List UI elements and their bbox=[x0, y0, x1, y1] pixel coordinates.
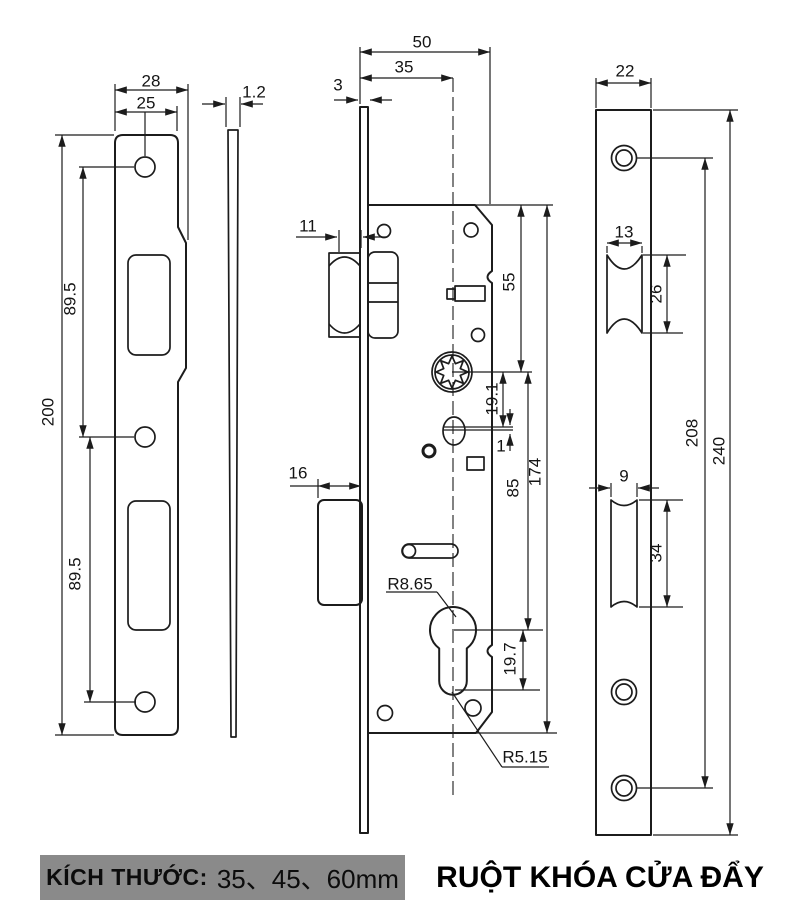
dim-screw-hole-span: 208 bbox=[682, 419, 701, 447]
deadbolt bbox=[317, 499, 363, 606]
dim-bolt-cutout-width: 9 bbox=[619, 466, 628, 485]
screw-hole bbox=[134, 691, 156, 713]
dim-thickness: 1.2 bbox=[242, 82, 266, 101]
faceplate-strip bbox=[359, 106, 369, 834]
guide-pin bbox=[401, 543, 459, 559]
dim-latch-cutout-width: 13 bbox=[615, 222, 634, 241]
countersunk-screw-hole bbox=[610, 144, 638, 172]
side-plate-outline bbox=[227, 129, 239, 738]
size-label: KÍCH THƯỚC: bbox=[46, 864, 208, 890]
product-title: RUỘT KHÓA CỬA ĐẨY bbox=[436, 860, 764, 894]
rivet-hole bbox=[463, 222, 479, 238]
dim-plate-width: 22 bbox=[616, 61, 635, 80]
dim-upper-hole-span: 89.5 bbox=[60, 282, 79, 315]
leader-line bbox=[451, 691, 503, 768]
countersunk-screw-hole-inner bbox=[615, 683, 633, 701]
face-plate-outline bbox=[595, 109, 652, 836]
slide-slot bbox=[466, 456, 485, 471]
dim-spindle-to-oval: 19.1 bbox=[482, 382, 501, 415]
dim-latch-throw: 11 bbox=[299, 216, 317, 235]
lock-body-outline bbox=[368, 204, 493, 734]
size-options-banner: KÍCH THƯỚC: 35、45、60mm bbox=[40, 855, 405, 900]
rivet-hole bbox=[464, 699, 482, 717]
face-plate-view: 22 13 26 9 34 208 240 bbox=[589, 61, 738, 836]
countersunk-screw-hole-inner bbox=[615, 779, 633, 797]
stop-block-tab bbox=[446, 288, 456, 300]
latch-bolt-head bbox=[328, 252, 361, 338]
side-plate-view: 1.2 bbox=[202, 82, 266, 738]
leader-line bbox=[436, 591, 457, 618]
latch-strike-cutout bbox=[127, 254, 171, 356]
lock-body-view: 50 35 3 11 16 55 19.1 1 85 174 bbox=[289, 32, 557, 834]
drawing-canvas: 28 25 200 89.5 89.5 1.2 bbox=[38, 32, 738, 836]
dim-body-height: 174 bbox=[525, 458, 544, 486]
dim-outer-width: 28 bbox=[142, 71, 161, 90]
countersunk-screw-hole bbox=[610, 774, 638, 802]
latch-bevel-arc bbox=[328, 323, 361, 334]
countersunk-screw-hole bbox=[610, 678, 638, 706]
rivet-hole bbox=[376, 704, 394, 722]
latch-cutout bbox=[606, 254, 643, 334]
dim-bolt-throw: 16 bbox=[289, 463, 308, 482]
dim-key-slot-radius: R5.15 bbox=[502, 747, 547, 766]
dim-bolt-cutout-height: 34 bbox=[646, 544, 665, 563]
size-values: 35、45、60mm bbox=[216, 864, 399, 894]
rivet-hole bbox=[470, 327, 486, 343]
spindle-star-hole bbox=[435, 355, 469, 389]
spring-post bbox=[421, 443, 437, 459]
dim-faceplate-thickness: 3 bbox=[333, 75, 342, 94]
euro-cylinder-hole bbox=[429, 606, 477, 696]
dim-cylinder-to-key-tip: 19.7 bbox=[500, 642, 519, 675]
dim-cylinder-radius: R8.65 bbox=[387, 574, 432, 593]
screw-hole bbox=[134, 156, 156, 178]
strike-plate-view: 28 25 200 89.5 89.5 bbox=[38, 71, 189, 736]
latch-body bbox=[367, 251, 399, 339]
bolt-strike-cutout bbox=[127, 500, 171, 631]
strike-plate-outline bbox=[114, 134, 187, 736]
screw-hole bbox=[134, 426, 156, 448]
bolt-cutout bbox=[610, 499, 638, 608]
dim-plate-total-height: 240 bbox=[709, 437, 728, 465]
oval-hole bbox=[442, 416, 466, 446]
latch-bevel-arc bbox=[328, 256, 361, 267]
dim-oval-gap: 1 bbox=[496, 436, 505, 455]
stop-block bbox=[454, 285, 486, 302]
countersunk-screw-hole-inner bbox=[615, 149, 633, 167]
dim-total-height: 200 bbox=[38, 398, 57, 426]
dim-lower-hole-span: 89.5 bbox=[65, 557, 84, 590]
dim-inner-width: 25 bbox=[137, 93, 156, 112]
dim-latch-cutout-height: 26 bbox=[646, 285, 665, 304]
dim-spindle-to-cylinder: 85 bbox=[503, 479, 522, 498]
rivet-hole bbox=[376, 223, 392, 239]
dim-body-width: 50 bbox=[413, 32, 432, 51]
dim-backset: 35 bbox=[395, 57, 414, 76]
dim-top-to-spindle: 55 bbox=[499, 273, 518, 292]
guide-pin-end bbox=[401, 543, 417, 559]
